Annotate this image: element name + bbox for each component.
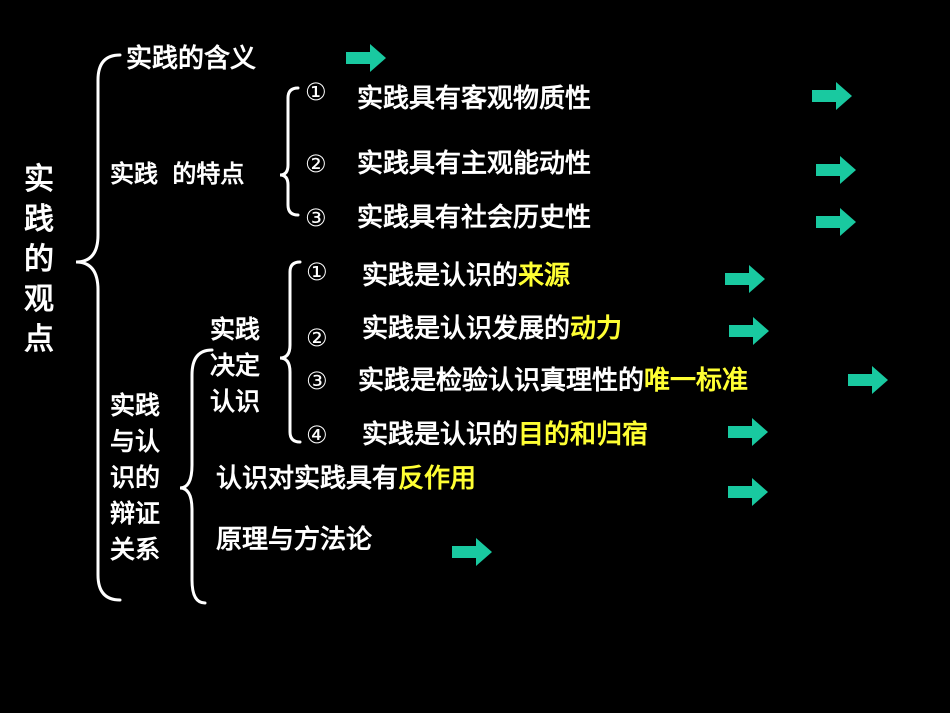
feature-text: 实践具有社会历史性 (357, 203, 592, 233)
decides-label-line: 认识 (210, 387, 261, 416)
relation-label-line: 实践 (110, 391, 161, 420)
features-brace (279, 86, 300, 217)
relation-label: 实践 与认 识的 辩证 关系 (110, 388, 160, 568)
decides-label-line: 实践 (210, 315, 261, 344)
root-char: 点 (24, 322, 54, 357)
arrow-right-icon[interactable] (816, 208, 856, 236)
decides-num: ③ (306, 367, 328, 395)
feature-text: 实践具有客观物质性 (357, 84, 592, 114)
feature-num: ① (305, 78, 327, 106)
principle-item: 原理与方法论 (216, 525, 373, 555)
arrow-right-icon[interactable] (346, 44, 386, 72)
relation-label-line: 识的 (110, 463, 161, 492)
features-label: 实践 的特点 (110, 160, 245, 188)
decides-label-line: 决定 (210, 351, 261, 380)
decides-item-highlight: 动力 (570, 314, 623, 344)
decides-num: ② (306, 324, 328, 352)
arrow-right-icon[interactable] (725, 265, 765, 293)
decides-item-text: 实践是认识的 (362, 420, 519, 450)
decides-item-text: 实践是检验认识真理性的 (358, 366, 645, 396)
decides-num: ① (306, 258, 328, 286)
decides-item-text: 实践是认识的 (362, 261, 519, 291)
main-brace (75, 53, 122, 602)
relation-brace (179, 348, 214, 605)
root-char: 观 (24, 282, 54, 317)
meaning-label: 实践的含义 (126, 44, 257, 74)
root-char: 的 (24, 242, 54, 277)
decides-item: 实践是认识的来源 (362, 263, 570, 289)
feature-num: ③ (305, 204, 327, 232)
decides-item-highlight: 唯一标准 (644, 366, 749, 396)
relation-label-line: 辩证 (110, 499, 161, 528)
relation-label-line: 关系 (110, 535, 161, 564)
reaction-item: 认识对实践具有反作用 (216, 466, 476, 492)
feature-text: 实践具有主观能动性 (357, 149, 592, 179)
decides-label: 实践 决定 认识 (210, 312, 260, 420)
decides-item-text: 实践是认识发展的 (362, 314, 571, 344)
root-title: 实 践 的 观 点 (22, 160, 56, 360)
arrow-right-icon[interactable] (728, 478, 768, 506)
relation-label-line: 与认 (110, 427, 161, 456)
arrow-right-icon[interactable] (816, 156, 856, 184)
decides-item: 实践是认识的目的和归宿 (362, 422, 648, 448)
reaction-highlight: 反作用 (398, 464, 477, 494)
arrow-right-icon[interactable] (728, 418, 768, 446)
decides-brace (279, 260, 302, 444)
root-char: 践 (24, 202, 54, 237)
decides-num: ④ (306, 421, 328, 449)
decides-item: 实践是检验认识真理性的唯一标准 (358, 368, 748, 394)
root-char: 实 (24, 162, 54, 197)
decides-item: 实践是认识发展的动力 (362, 316, 622, 342)
reaction-text: 认识对实践具有 (216, 464, 399, 494)
decides-item-highlight: 目的和归宿 (518, 420, 649, 450)
decides-item-highlight: 来源 (518, 261, 571, 291)
feature-num: ② (305, 150, 327, 178)
arrow-right-icon[interactable] (452, 538, 492, 566)
arrow-right-icon[interactable] (848, 366, 888, 394)
arrow-right-icon[interactable] (812, 82, 852, 110)
arrow-right-icon[interactable] (729, 317, 769, 345)
